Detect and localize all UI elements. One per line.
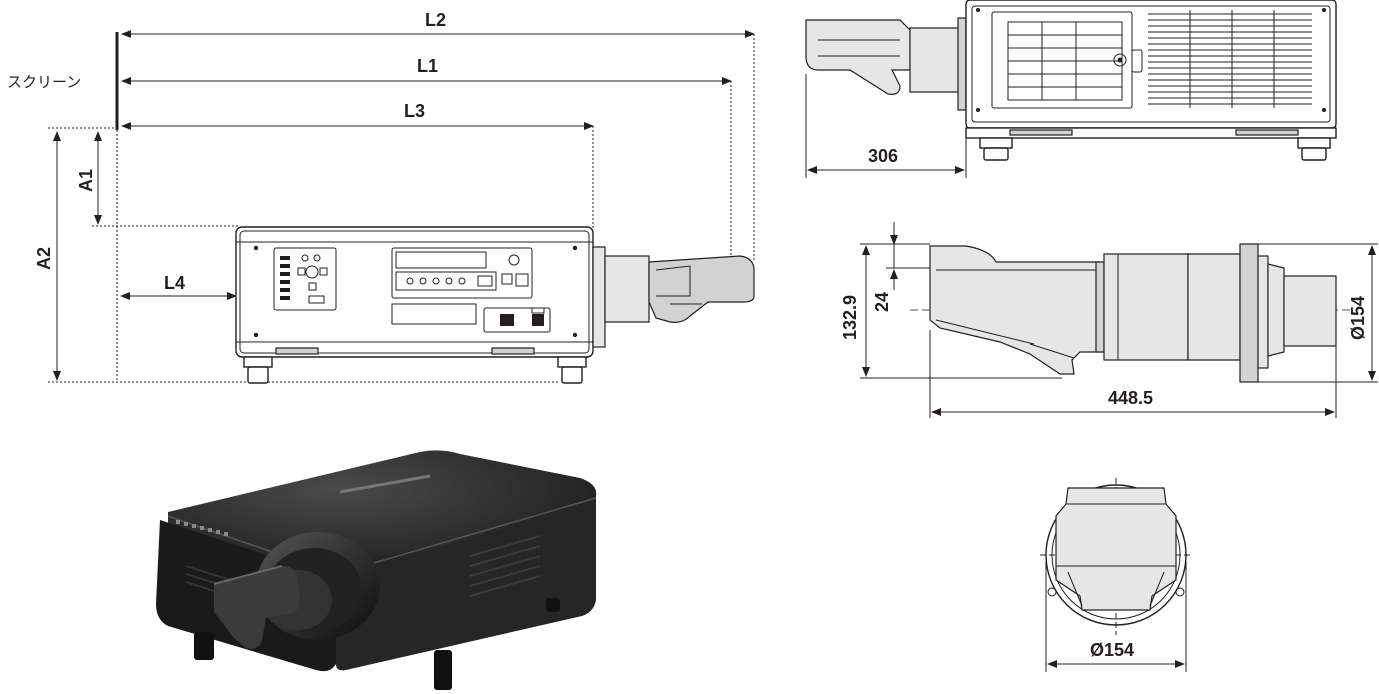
- a1-label: A1: [76, 169, 96, 192]
- l3-label: L3: [404, 101, 425, 121]
- top-view-lens: [805, 19, 911, 95]
- top-view-vent: [1148, 10, 1312, 108]
- l1-label: L1: [417, 56, 438, 76]
- a2-label: A2: [34, 247, 54, 270]
- lens-nozzle: [929, 245, 1103, 375]
- projector-side-body: [235, 226, 594, 384]
- height-132-9-label: 132.9: [840, 295, 860, 340]
- top-view-body: [965, 0, 1337, 129]
- lens-tip: [1283, 275, 1337, 347]
- projector-photo: [156, 450, 597, 690]
- lens-front-nozzle: [1055, 487, 1177, 611]
- top-view-group: 306: [805, 0, 1337, 178]
- depth-306-label: 306: [868, 146, 898, 166]
- side-view-lens: [592, 246, 755, 348]
- diameter-side-label: Ø154: [1348, 296, 1368, 340]
- lens-side-view-group: 132.9 24 Ø154 448.5: [840, 222, 1378, 418]
- l4-label: L4: [164, 273, 185, 293]
- screen-label: スクリーン: [7, 73, 81, 91]
- side-view-group: スクリーン L2 L1 L3 A1 A2 L4: [7, 10, 755, 384]
- diameter-front-label: Ø154: [1090, 640, 1134, 660]
- lens-front-view-group: Ø154: [1040, 478, 1192, 672]
- length-448-5-label: 448.5: [1108, 388, 1153, 408]
- offset-24-label: 24: [872, 292, 892, 312]
- l2-label: L2: [425, 10, 446, 30]
- lens-barrel: [1103, 253, 1189, 361]
